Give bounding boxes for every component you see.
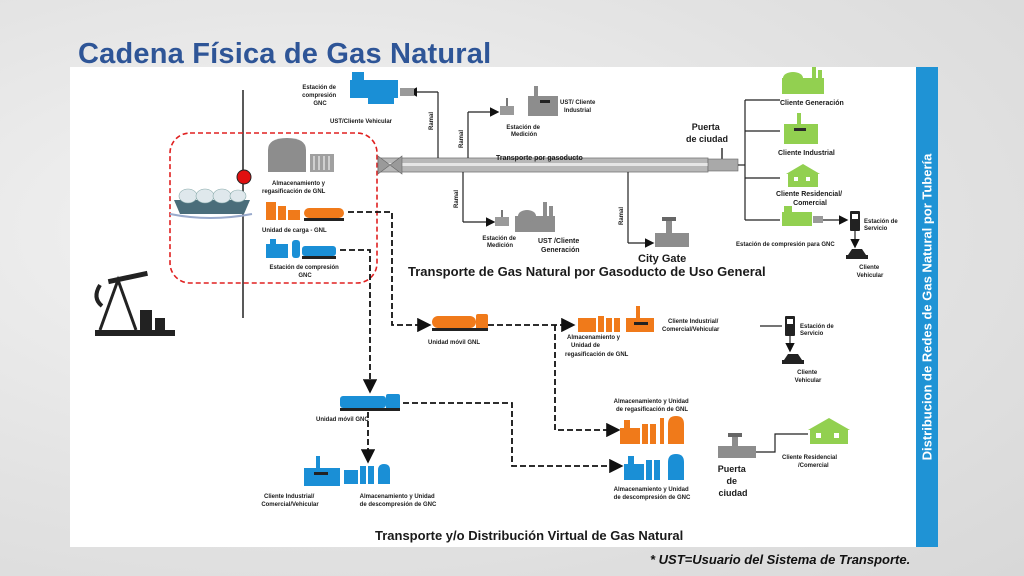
client-generation-icon [782,67,824,94]
gnc-mobile-unit-icon [340,394,400,411]
client-residential-low-label: Cliente Residencial /Comercial [782,455,839,469]
oil-pumpjack-icon [94,270,175,336]
gnc-decompression-right-icon [624,454,684,480]
client-industrial-icon [784,113,818,144]
side-banner [916,67,938,547]
lng-ship-icon [169,188,253,219]
city-gate-icon [655,217,689,247]
city-door-top-label: Puerta de ciudad [686,122,728,144]
virtual-flow-lines [340,211,624,474]
lng-zone-highlight [169,132,378,284]
fuel-pump-icon-2 [785,316,795,336]
valve-marker [236,169,252,185]
compression-station-right-icon [782,206,823,226]
lng-loading-unit-label: Unidad de carga - GNL [262,228,327,234]
measurement-station-2-icon [495,210,509,226]
gnc-compression-left-icon [266,239,336,259]
measurement-station-1-label: Estación de Medición [506,125,541,138]
city-door-low-icon [718,433,756,458]
footnote: * UST=Usuario del Sistema de Transporte. [650,552,911,567]
measurement-station-2-label: Estación de Medición [482,236,517,249]
pipeline-section-heading: Transporte de Gas Natural por Gasoducto … [408,264,766,279]
ramal-label-2: Ramal [459,130,465,148]
vehicle-client-label-1: Cliente Vehicular [857,265,884,279]
lng-storage-low-label: Almacenamiento y Unidad de regasificació… [614,399,691,413]
compression-station-top-icon [350,72,414,104]
gnc-decompression-left-label: Almacenamiento y Unidad de descompresión… [360,494,437,508]
client-industrial-mid-label: Cliente Industrial/ Comercial/Vehicular [662,319,720,333]
client-residential-label: Cliente Residencial/ Comercial [776,191,844,207]
car-icon-1 [846,249,868,259]
slide-title: Cadena Física de Gas Natural [78,38,492,70]
client-industrial-label: Cliente Industrial [778,150,835,157]
ramal-label-3: Ramal [454,190,460,208]
lng-storage-icon [268,138,334,172]
city-door-low-label: Puerta de ciudad [718,464,749,498]
distribution-branches [738,99,780,221]
gnc-decompression-left-icon [344,464,390,484]
industrial-plant-icon [528,86,558,116]
lng-storage-label: Almacenamiento y regasificación de GNL [262,181,327,195]
lng-loading-unit-icon [266,202,344,221]
lng-mobile-unit-icon [432,314,488,331]
client-residential-low-icon [808,418,850,444]
client-residential-icon [786,164,820,187]
client-industrial-left-label: Cliente Industrial/ Comercial/Vehicular [261,494,319,508]
transport-pipeline [377,148,739,175]
lng-storage-mid-label: Almacenamiento y Unidad de regasificació… [565,335,629,358]
ramal-label-1: Ramal [429,112,435,130]
service-station-label-2: Estación de Servicio [800,324,835,337]
compression-station-top-label: Estación de compresión GNC [302,85,338,107]
gnc-decompression-right-label: Almacenamiento y Unidad de descompresión… [614,487,691,501]
ramal-label-4: Ramal [619,207,625,225]
fuel-pump-icon-1 [850,211,860,231]
ust-vehicular-label: UST/Cliente Vehicular [330,119,393,125]
ust-industrial-label: UST/ Cliente Industrial [560,100,597,114]
car-icon-2 [782,354,804,364]
lng-storage-low-icon [620,416,684,444]
lng-storage-mid-icon [578,306,654,332]
measurement-station-1-icon [500,98,514,115]
lng-mobile-unit-label: Unidad móvil GNL [428,340,480,346]
city-gate-label: City Gate [638,253,686,265]
gnc-mobile-unit-label: Unidad móvil GNC [316,417,369,423]
virtual-section-heading: Transporte y/o Distribución Virtual de G… [375,528,683,543]
pipeline-label: Transporte por gasoducto [496,155,583,162]
compression-station-right-label: Estación de compresión para GNC [736,242,835,248]
client-generation-label: Cliente Generación [780,100,844,107]
diagram-panel [70,67,938,547]
client-industrial-left-icon [304,456,340,486]
service-station-label-1: Estación de Servicio [864,219,899,232]
vehicle-client-label-2: Cliente Vehicular [795,370,822,384]
gnc-compression-left-label: Estación de compresión GNC [269,265,340,279]
generation-plant-icon [515,202,555,232]
ust-generation-label: UST /Cliente Generación [538,238,581,254]
